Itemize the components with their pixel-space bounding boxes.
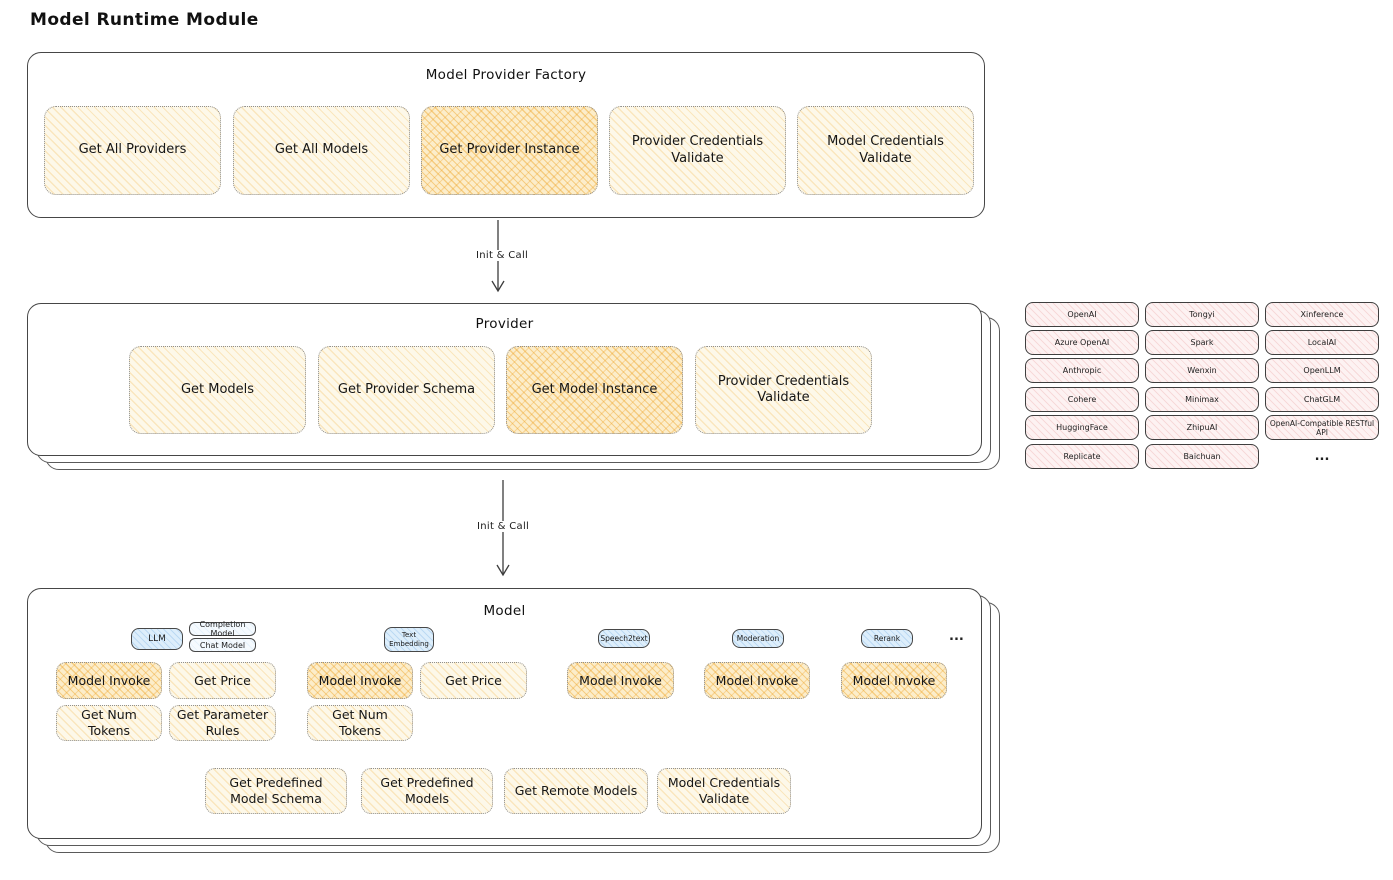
catalog-item-openllm: OpenLLM bbox=[1265, 358, 1379, 383]
model-type-tag-chat-model: Chat Model bbox=[189, 638, 256, 652]
catalog-item-spark: Spark bbox=[1145, 330, 1259, 355]
model-type-tag-text-embedding: Text Embedding bbox=[384, 627, 434, 652]
get-predefined-models-button: Get Predefined Models bbox=[361, 768, 493, 814]
rerank-model-invoke-button: Model Invoke bbox=[841, 662, 947, 699]
moderation-model-invoke-button: Model Invoke bbox=[704, 662, 810, 699]
model-type-tag-speech2text: Speech2text bbox=[598, 629, 650, 648]
catalog-item-openai-compatible-restful-api: OpenAI-Compatible RESTful API bbox=[1265, 415, 1379, 440]
model-types-more-ellipsis: ... bbox=[949, 629, 964, 644]
catalog-item-chatglm: ChatGLM bbox=[1265, 387, 1379, 412]
factory-button-get-all-providers: Get All Providers bbox=[44, 106, 221, 195]
catalog-item-huggingface: HuggingFace bbox=[1025, 415, 1139, 440]
factory-card: Model Provider Factory Get All Providers… bbox=[27, 52, 985, 218]
llm-get-price-button: Get Price bbox=[169, 662, 276, 699]
factory-button-get-all-models: Get All Models bbox=[233, 106, 410, 195]
text-embedding-get-price-button: Get Price bbox=[420, 662, 527, 699]
get-predefined-model-schema-button: Get Predefined Model Schema bbox=[205, 768, 347, 814]
diagram-title: Model Runtime Module bbox=[30, 10, 259, 30]
catalog-item-zhipuai: ZhipuAI bbox=[1145, 415, 1259, 440]
text-embedding-model-invoke-button: Model Invoke bbox=[307, 662, 413, 699]
get-remote-models-button: Get Remote Models bbox=[504, 768, 648, 814]
model-card: Model LLM Completion Model Chat Model Te… bbox=[27, 588, 982, 839]
model-title: Model bbox=[483, 603, 526, 619]
catalog-item-wenxin: Wenxin bbox=[1145, 358, 1259, 383]
catalog-item-tongyi: Tongyi bbox=[1145, 302, 1259, 327]
provider-button-get-models: Get Models bbox=[129, 346, 306, 434]
catalog-item-replicate: Replicate bbox=[1025, 444, 1139, 469]
factory-button-provider-credentials-validate: Provider Credentials Validate bbox=[609, 106, 786, 195]
model-credentials-validate-button: Model Credentials Validate bbox=[657, 768, 791, 814]
llm-get-num-tokens-button: Get Num Tokens bbox=[56, 705, 162, 741]
provider-button-provider-credentials-validate: Provider Credentials Validate bbox=[695, 346, 872, 434]
provider-card: Provider Get Models Get Provider Schema … bbox=[27, 303, 982, 456]
llm-get-parameter-rules-button: Get Parameter Rules bbox=[169, 705, 276, 741]
factory-button-get-provider-instance: Get Provider Instance bbox=[421, 106, 598, 195]
init-call-label-2: Init & Call bbox=[473, 521, 534, 532]
provider-title: Provider bbox=[475, 316, 534, 332]
catalog-item-cohere: Cohere bbox=[1025, 387, 1139, 412]
factory-button-model-credentials-validate: Model Credentials Validate bbox=[797, 106, 974, 195]
model-type-tag-completion-model: Completion Model bbox=[189, 620, 256, 638]
factory-title: Model Provider Factory bbox=[425, 67, 587, 83]
model-type-tag-llm: LLM bbox=[131, 628, 183, 650]
provider-button-get-model-instance: Get Model Instance bbox=[506, 346, 683, 434]
catalog-item-xinference: Xinference bbox=[1265, 302, 1379, 327]
init-call-label-1: Init & Call bbox=[472, 250, 533, 261]
text-embedding-get-num-tokens-button: Get Num Tokens bbox=[307, 705, 413, 741]
model-type-tag-moderation: Moderation bbox=[732, 629, 784, 648]
model-type-tag-rerank: Rerank bbox=[861, 629, 913, 648]
catalog-item-localai: LocalAI bbox=[1265, 330, 1379, 355]
speech2text-model-invoke-button: Model Invoke bbox=[567, 662, 674, 699]
catalog-more-ellipsis: ... bbox=[1314, 449, 1330, 464]
catalog-item-baichuan: Baichuan bbox=[1145, 444, 1259, 469]
catalog-item-anthropic: Anthropic bbox=[1025, 358, 1139, 383]
llm-model-invoke-button: Model Invoke bbox=[56, 662, 162, 699]
catalog-item-azure-openai: Azure OpenAI bbox=[1025, 330, 1139, 355]
catalog-item-openai: OpenAI bbox=[1025, 302, 1139, 327]
catalog-item-minimax: Minimax bbox=[1145, 387, 1259, 412]
provider-button-get-provider-schema: Get Provider Schema bbox=[318, 346, 495, 434]
